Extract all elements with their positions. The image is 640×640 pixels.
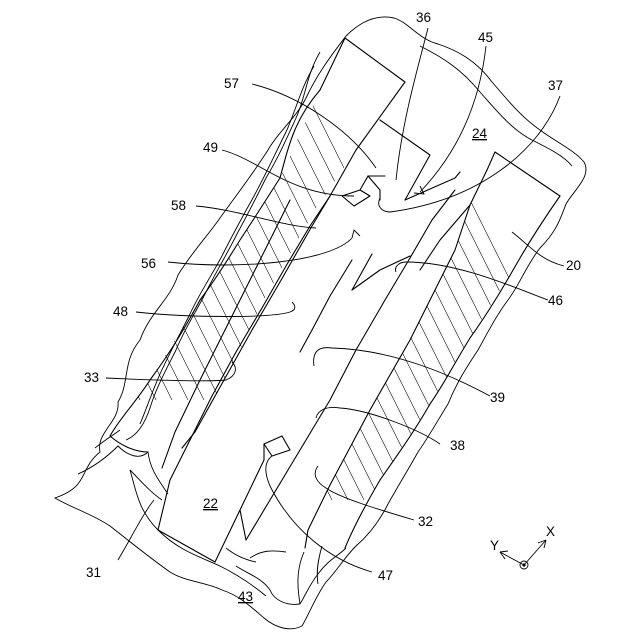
label-56: 56 [141, 256, 156, 271]
label-45: 45 [478, 30, 493, 45]
left-wall-section [0, 0, 460, 452]
label-31: 31 [86, 565, 101, 580]
label-57: 57 [224, 76, 239, 91]
label-46: 46 [548, 293, 563, 308]
label-58: 58 [171, 198, 186, 213]
outer-boundary [55, 17, 586, 629]
label-39: 39 [490, 390, 505, 405]
label-24: 24 [472, 126, 488, 141]
label-38: 38 [450, 438, 465, 453]
label-49: 49 [203, 140, 218, 155]
axis-label-x: X [546, 524, 555, 539]
right-wall-section [0, 100, 620, 548]
label-33: 33 [84, 370, 99, 385]
label-37: 37 [548, 78, 563, 93]
axis-label-y: Y [490, 538, 499, 553]
label-48: 48 [113, 304, 128, 319]
axis-indicator [500, 540, 546, 569]
label-22: 22 [203, 496, 218, 511]
label-47: 47 [378, 568, 393, 583]
label-20: 20 [566, 258, 581, 273]
lower-layer-bands [78, 430, 346, 604]
label-36: 36 [416, 10, 431, 25]
label-32: 32 [418, 514, 433, 529]
label-43: 43 [238, 589, 253, 604]
